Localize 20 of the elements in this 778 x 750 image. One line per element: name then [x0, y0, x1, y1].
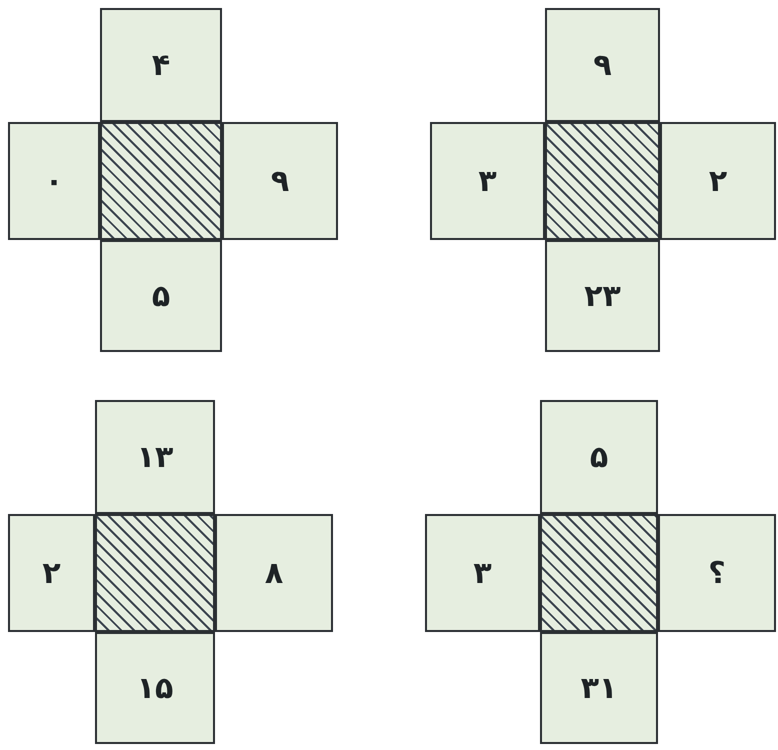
hatched-square [540, 514, 658, 632]
hatched-square [100, 122, 222, 240]
number-square: ؟ [658, 514, 776, 632]
number-square: ۵ [540, 400, 658, 514]
hatched-square [545, 122, 660, 240]
number-square: ۲ [660, 122, 776, 240]
number-square: ۰ [8, 122, 100, 240]
number-square: ۳ [430, 122, 545, 240]
number-square: ۹ [222, 122, 338, 240]
number-square: ۲۳ [545, 240, 660, 352]
number-square: ۵ [100, 240, 222, 352]
number-square: ۱۵ [95, 632, 215, 744]
number-square: ۳ [425, 514, 540, 632]
number-square: ۲ [8, 514, 95, 632]
number-square: ۳۱ [540, 632, 658, 744]
number-square: ۹ [545, 8, 660, 122]
number-square: ۴ [100, 8, 222, 122]
number-square: ۸ [215, 514, 333, 632]
hatched-square [95, 514, 215, 632]
number-square: ۱۳ [95, 400, 215, 514]
